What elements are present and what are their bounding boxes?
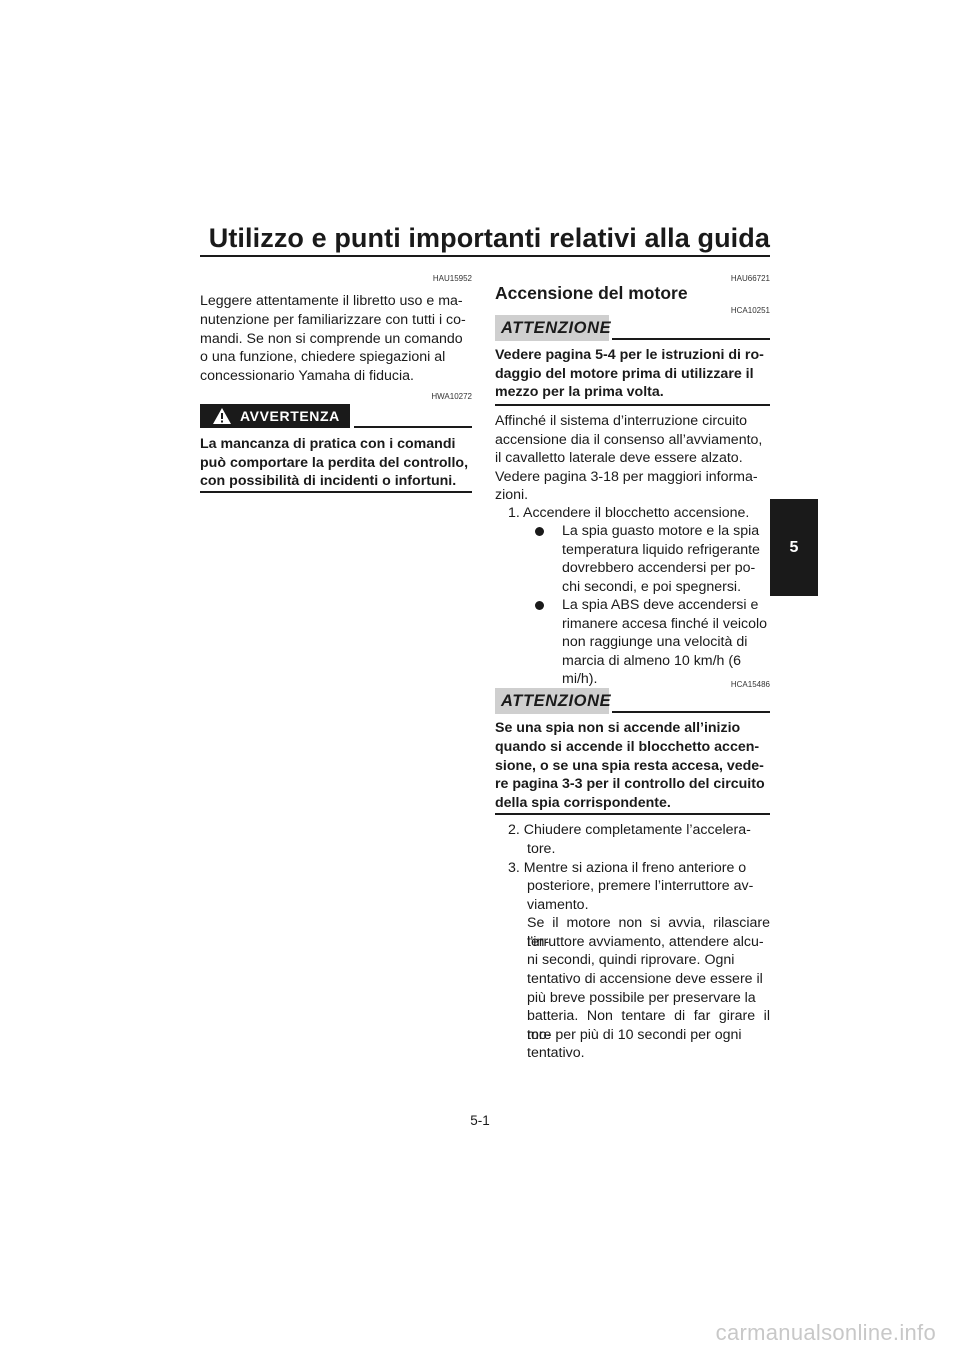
- text-line: può comportare la perdita del controllo,: [200, 455, 469, 471]
- text-line: temperatura liquido refrigerante: [562, 542, 760, 558]
- text-line: Se il motore non si avvia, rilasciare l’…: [527, 915, 770, 950]
- text-line: mi/h).: [562, 671, 598, 687]
- text-line: terruttore avviamento, attendere alcu-: [527, 934, 764, 950]
- text-line: mandi. Se non si comprende un comando: [200, 331, 463, 347]
- text-line: mezzo per la prima volta.: [495, 384, 664, 400]
- bullet-icon: [535, 601, 544, 610]
- watermark: carmanualsonline.info: [715, 1320, 936, 1345]
- text-line: il cavalletto laterale deve essere alzat…: [495, 450, 743, 466]
- caution-bottom-rule: [495, 813, 770, 815]
- text-line: tore.: [527, 841, 556, 857]
- text-line: ni secondi, quindi riprovare. Ogni: [527, 952, 735, 968]
- text-line: concessionario Yamaha di fiducia.: [200, 368, 414, 384]
- text-line: chi secondi, e poi spegnersi.: [562, 579, 742, 595]
- reference-code: HWA10272: [431, 392, 472, 401]
- text-line: 2. Chiudere completamente l’accelera-: [508, 822, 751, 838]
- reference-code: HAU66721: [730, 274, 770, 283]
- text-line: Se una spia non si accende all’inizio: [495, 720, 741, 736]
- text-line: con possibilità di incidenti o infortuni…: [200, 473, 457, 489]
- caution-banner: ATTENZIONE: [495, 315, 612, 341]
- reference-code: HCA10251: [730, 306, 770, 315]
- reference-code: HCA15486: [730, 680, 770, 689]
- text-line: Leggere attentamente il libretto uso e m…: [200, 293, 463, 309]
- caution-top-rule: [612, 338, 770, 340]
- bullet-icon: [535, 527, 544, 536]
- page-title: Utilizzo e punti importanti relativi all…: [208, 223, 770, 253]
- text-line: Vedere pagina 5-4 per le istruzioni di r…: [495, 347, 764, 363]
- warning-triangle-icon: [213, 408, 231, 424]
- text-line: non raggiunge una velocità di: [562, 634, 748, 650]
- text-line: batteria. Non tentare di far girare il m…: [527, 1008, 770, 1043]
- text-line: nutenzione per familiarizzare con tutti …: [200, 312, 466, 328]
- text-line: La spia ABS deve accendersi e: [562, 597, 759, 613]
- caution-label: ATTENZIONE: [501, 691, 612, 710]
- text-line: della spia corrispondente.: [495, 795, 671, 811]
- text-line: marcia di almeno 10 km/h (6: [562, 653, 741, 669]
- warning-bottom-rule: [200, 491, 472, 493]
- text-line: tore per più di 10 secondi per ogni: [527, 1027, 742, 1043]
- text-line: La spia guasto motore e la spia: [562, 523, 760, 539]
- text-line: posteriore, premere l’interruttore av-: [527, 878, 754, 894]
- warning-label: AVVERTENZA: [240, 408, 340, 424]
- text-line: rimanere accesa finché il veicolo: [562, 616, 768, 632]
- text-line: Affinché il sistema d’interruzione circu…: [495, 413, 748, 429]
- text-line: accensione dia il consenso all’avviament…: [495, 432, 763, 448]
- text-line: quando si accende il blocchetto accen-: [495, 739, 760, 755]
- text-line: o una funzione, chiedere spiegazioni al: [200, 349, 446, 365]
- step-1: 1. Accendere il blocchetto accensione.: [508, 505, 750, 521]
- warning-top-rule: [354, 426, 472, 428]
- title-rule: [200, 255, 770, 257]
- reference-code: HAU15952: [432, 274, 472, 283]
- text-line: più breve possibile per preservare la: [527, 990, 756, 1006]
- page-number: 5-1: [470, 1113, 490, 1128]
- text-line: 3. Mentre si aziona il freno anteriore o: [508, 860, 747, 876]
- caution-bottom-rule: [495, 404, 770, 406]
- caution-top-rule: [612, 711, 770, 713]
- text-line: zioni.: [495, 487, 529, 503]
- chapter-tab: 5: [770, 499, 818, 596]
- text-line: Vedere pagina 3-18 per maggiori informa-: [495, 469, 758, 485]
- section-heading: Accensione del motore: [495, 283, 688, 303]
- text-line: viamento.: [527, 897, 589, 913]
- text-line: sione, o se una spia resta accesa, vede-: [495, 758, 764, 774]
- text-line: La mancanza di pratica con i comandi: [200, 436, 456, 452]
- text-line: tentativo di accensione deve essere il: [527, 971, 763, 987]
- text-line: dovrebbero accendersi per po-: [562, 560, 756, 576]
- caution-banner: ATTENZIONE: [495, 688, 612, 714]
- text-line: daggio del motore prima di utilizzare il: [495, 366, 754, 382]
- warning-banner: AVVERTENZA: [200, 404, 350, 428]
- caution-label: ATTENZIONE: [501, 318, 612, 337]
- text-line: tentativo.: [527, 1045, 585, 1061]
- text-line: re pagina 3-3 per il controllo del circu…: [495, 776, 765, 792]
